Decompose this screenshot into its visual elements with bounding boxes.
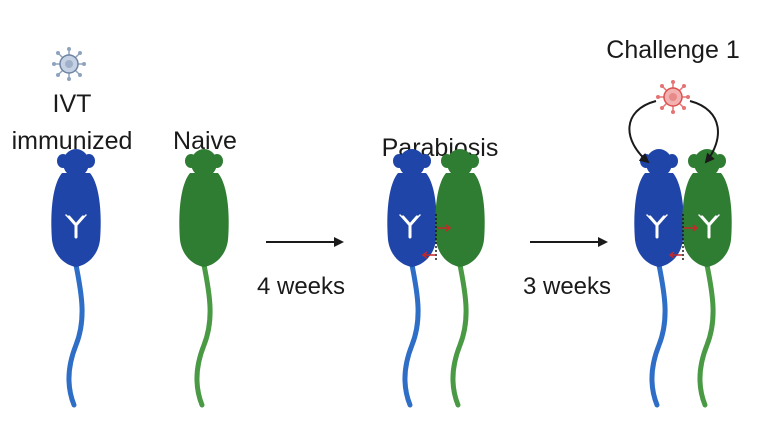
virus-icon <box>52 47 86 81</box>
virus-icon <box>656 80 690 114</box>
mouse-tail <box>194 262 213 408</box>
mouse-tail <box>649 262 668 408</box>
arrow1-label: 4 weeks <box>257 273 345 300</box>
mouse-tail <box>402 262 421 408</box>
challenge-arrow-left <box>628 100 657 164</box>
naive-mouse-joined <box>435 149 485 408</box>
challenge-pair <box>628 80 732 408</box>
mouse-tail <box>697 262 716 408</box>
immunized-mouse-joined <box>387 149 437 408</box>
mouse-tail <box>450 262 469 408</box>
mouse-tail <box>66 262 85 408</box>
ivt-label-line1: IVT <box>53 90 92 118</box>
arrow2-label: 3 weeks <box>523 273 611 300</box>
challenge-label: Challenge 1 <box>606 36 739 64</box>
parabiosis-pair <box>387 149 485 408</box>
naive-mouse-challenged <box>682 149 732 408</box>
naive-mouse <box>179 149 229 408</box>
immunized-mouse <box>51 149 101 408</box>
challenge-arrow-right <box>689 100 719 164</box>
immunized-mouse-challenged <box>634 149 684 408</box>
suture-marks <box>421 214 452 262</box>
suture-marks <box>668 214 699 262</box>
